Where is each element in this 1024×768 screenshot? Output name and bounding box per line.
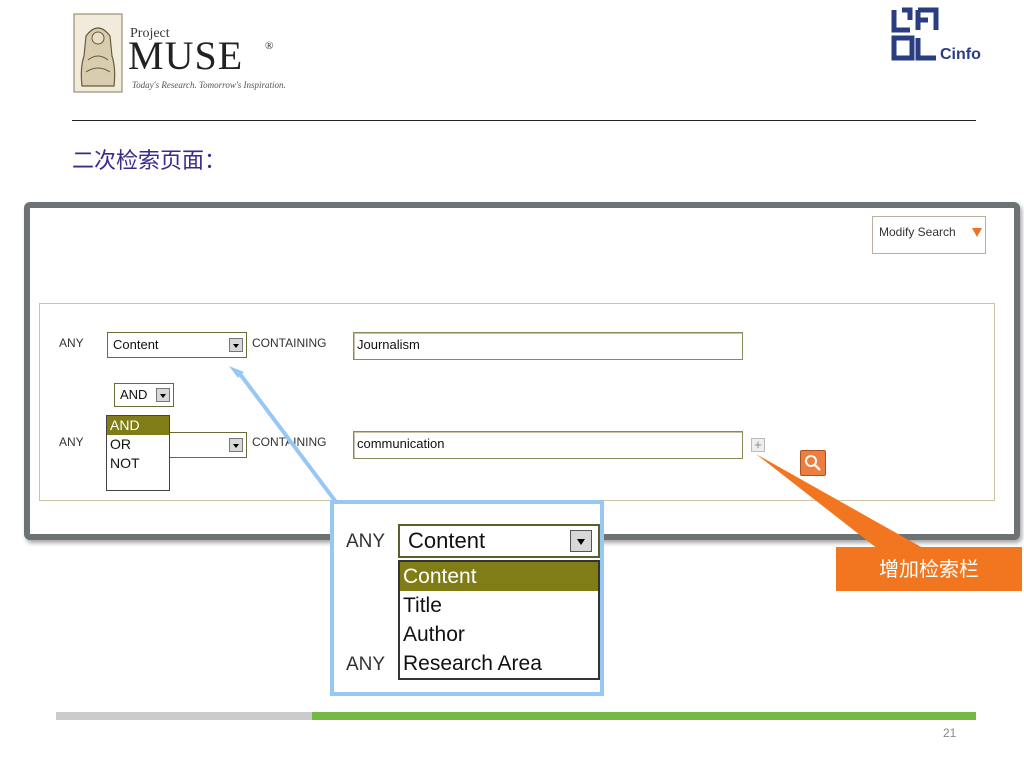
dropdown-arrow-icon <box>972 228 982 237</box>
page-title: 二次检索页面： <box>72 149 227 174</box>
search-screenshot-panel: Modify Search ANY Content CONTAINING Jou… <box>24 202 1020 540</box>
field-dropdown-zoom: ANY Content ANY Content Title Author Res… <box>330 500 604 696</box>
operator-option[interactable]: AND <box>107 416 169 435</box>
muse-registered-mark: ® <box>265 40 274 52</box>
field-option[interactable]: Author <box>403 623 465 646</box>
footer-bar-gray <box>56 712 312 720</box>
project-muse-logo: Project MUSE ® Today's Research. Tomorro… <box>72 12 332 98</box>
header-divider <box>72 120 976 121</box>
muse-project-text: Project <box>130 26 170 41</box>
field-option[interactable]: Title <box>403 594 442 617</box>
chevron-down-icon[interactable] <box>156 388 170 402</box>
field-select-row1[interactable]: Content <box>107 332 247 358</box>
operator-selected-value: AND <box>120 387 148 402</box>
cinfo-logo: Cinfo <box>890 6 1010 70</box>
magnifier-icon <box>805 455 821 471</box>
any-label-zoom: ANY <box>346 654 386 675</box>
chevron-down-icon[interactable] <box>570 530 592 552</box>
blue-arrow-line <box>238 372 338 504</box>
search-input-row2[interactable]: communication <box>353 431 743 459</box>
containing-label: CONTAINING <box>252 336 327 350</box>
muse-title-text: MUSE <box>128 33 244 78</box>
field-select-zoom-value: Content <box>408 528 486 553</box>
add-search-row-callout: 增加检索栏 <box>836 547 1022 591</box>
search-go-button[interactable] <box>800 450 826 476</box>
muse-tagline: Today's Research. Tomorrow's Inspiration… <box>132 80 286 90</box>
modify-search-label: Modify Search <box>879 225 956 239</box>
search-input-value: Journalism <box>357 337 420 352</box>
field-options-list: Content Title Author Research Area <box>398 560 600 680</box>
chevron-down-icon[interactable] <box>229 438 243 452</box>
search-input-row1[interactable]: Journalism <box>353 332 743 360</box>
footer-bar-green <box>312 712 976 720</box>
operator-option[interactable]: NOT <box>110 455 140 471</box>
field-select-value: Content <box>113 337 159 352</box>
boolean-operator-select[interactable]: AND <box>114 383 174 407</box>
cinfo-mark-icon <box>891 7 939 61</box>
chevron-down-icon[interactable] <box>229 338 243 352</box>
muse-figure-icon <box>73 13 123 93</box>
operator-option[interactable]: OR <box>110 436 131 452</box>
any-label: ANY <box>59 336 84 350</box>
field-option[interactable]: Research Area <box>403 652 542 675</box>
field-select-zoom[interactable]: Content <box>398 524 600 558</box>
any-label: ANY <box>59 435 84 449</box>
cinfo-text: Cinfo <box>940 46 981 63</box>
orange-callout-pointer <box>756 454 930 574</box>
any-label-zoom: ANY <box>346 531 386 552</box>
add-row-button[interactable]: + <box>751 438 765 452</box>
operator-dropdown-list: AND OR NOT <box>106 415 170 491</box>
page-number: 21 <box>943 726 957 740</box>
modify-search-button[interactable]: Modify Search <box>872 216 986 254</box>
search-input-value: communication <box>357 436 445 451</box>
field-option[interactable]: Content <box>400 562 598 591</box>
